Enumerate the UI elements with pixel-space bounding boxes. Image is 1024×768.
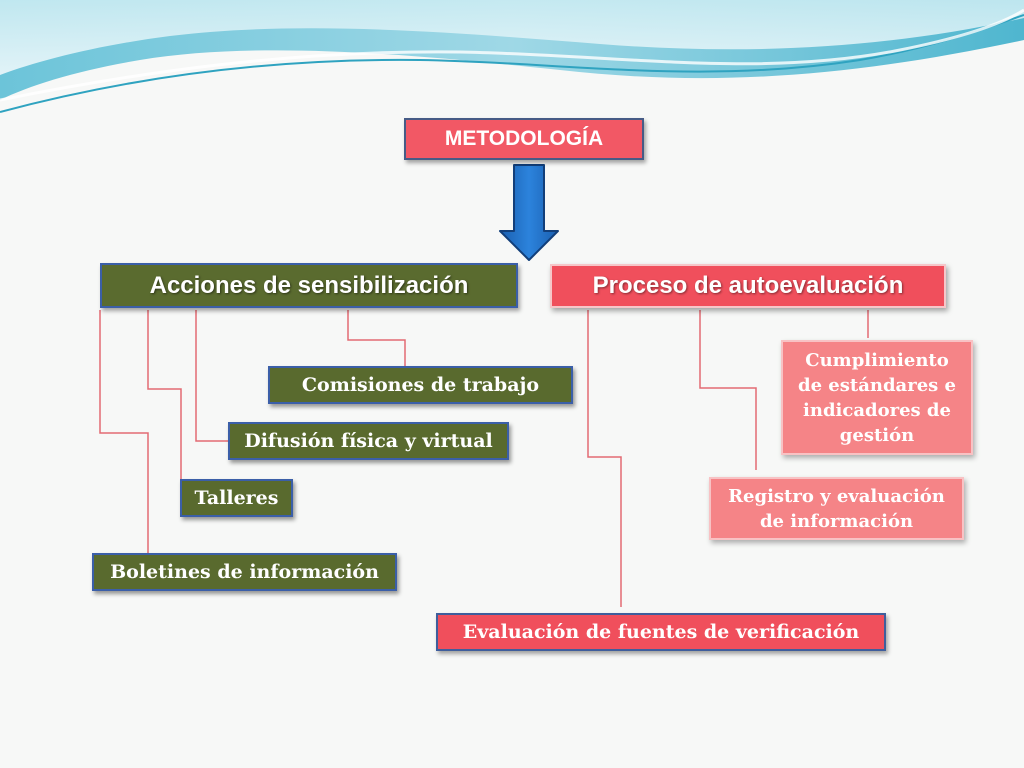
branch-proceso-autoevaluacion: Proceso de autoevaluación bbox=[550, 264, 946, 308]
branch-acciones-sensibilizacion: Acciones de sensibilización bbox=[100, 263, 518, 308]
branch-left-title: Acciones de sensibilización bbox=[149, 271, 469, 299]
root-node-metodologia: METODOLOGÍA bbox=[404, 118, 644, 160]
connector-difusion bbox=[195, 310, 229, 442]
node-difusion-fisica-virtual: Difusión física y virtual bbox=[228, 422, 509, 460]
connector-comisiones bbox=[347, 310, 406, 366]
header-wave-decoration bbox=[0, 0, 1024, 113]
node-label: Evaluación de fuentes de verificación bbox=[462, 621, 860, 643]
connector-registro bbox=[699, 310, 757, 470]
node-label: Comisiones de trabajo bbox=[301, 374, 540, 396]
node-cumplimiento-estandares: Cumplimiento de estándares e indicadores… bbox=[781, 340, 973, 455]
node-label: Registro y evaluación de información bbox=[728, 485, 945, 532]
node-evaluacion-fuentes-verificacion: Evaluación de fuentes de verificación bbox=[436, 613, 886, 651]
arrow-down-icon bbox=[499, 164, 559, 261]
branch-right-title: Proceso de autoevaluación bbox=[592, 272, 904, 299]
connector-talleres bbox=[147, 310, 182, 480]
node-label: Cumplimiento de estándares e indicadores… bbox=[798, 349, 956, 446]
node-label: Talleres bbox=[194, 487, 279, 509]
node-label: Difusión física y virtual bbox=[244, 430, 493, 452]
node-comisiones-de-trabajo: Comisiones de trabajo bbox=[268, 366, 573, 404]
node-registro-evaluacion: Registro y evaluación de información bbox=[709, 477, 964, 540]
node-label: Boletines de información bbox=[110, 561, 379, 583]
connector-evaluacion-fuentes bbox=[587, 310, 622, 607]
root-node-label: METODOLOGÍA bbox=[444, 127, 604, 150]
node-boletines-de-informacion: Boletines de información bbox=[92, 553, 397, 591]
node-talleres: Talleres bbox=[180, 479, 293, 517]
connector-boletines bbox=[99, 310, 149, 556]
